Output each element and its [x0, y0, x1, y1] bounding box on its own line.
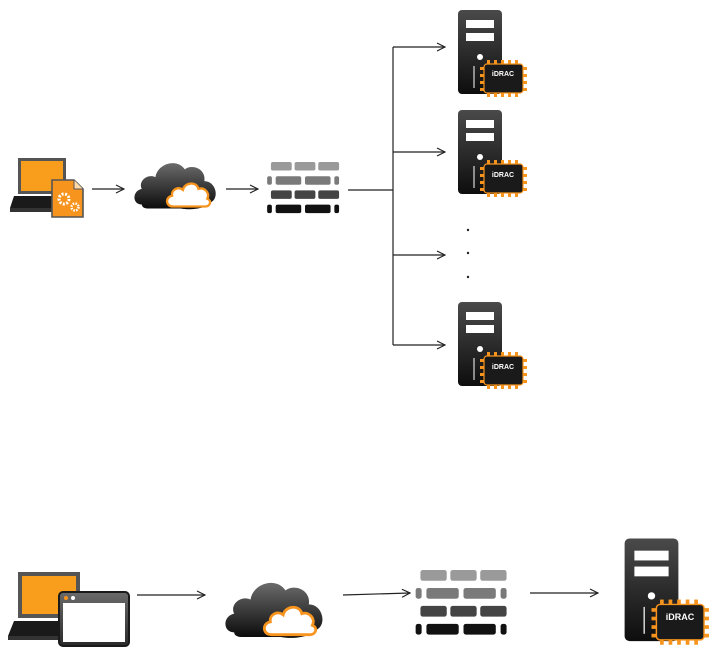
- idrac-label: iDRAC: [492, 364, 514, 371]
- bottom-target-server: iDRAC: [623, 537, 710, 646]
- fan-out-connector: [348, 47, 445, 345]
- bottom-source-laptop: [8, 572, 130, 647]
- cloud-icon: [223, 581, 324, 640]
- server-with-idrac-icon: [457, 301, 528, 390]
- firewall-icon: [267, 162, 340, 214]
- firewall-icon: [415, 570, 507, 635]
- server-with-idrac-icon: [623, 537, 710, 646]
- top-source-laptop: [10, 158, 84, 218]
- server-with-idrac-icon: [457, 109, 528, 198]
- laptop-with-config-file-icon: [10, 158, 84, 218]
- idrac-label: iDRAC: [492, 172, 514, 179]
- cloud-icon: [133, 161, 217, 211]
- target-server-2: iDRAC: [457, 109, 528, 198]
- idrac-label: iDRAC: [666, 612, 695, 622]
- server-with-idrac-icon: [457, 9, 528, 98]
- target-server-n: iDRAC: [457, 301, 528, 390]
- ellipsis-icon: [466, 228, 470, 279]
- laptop-with-browser-window-icon: [8, 572, 130, 647]
- target-server-1: iDRAC: [457, 9, 528, 98]
- idrac-label: iDRAC: [492, 71, 514, 78]
- arrow-cloud-to-firewall-bottom: [342, 593, 410, 595]
